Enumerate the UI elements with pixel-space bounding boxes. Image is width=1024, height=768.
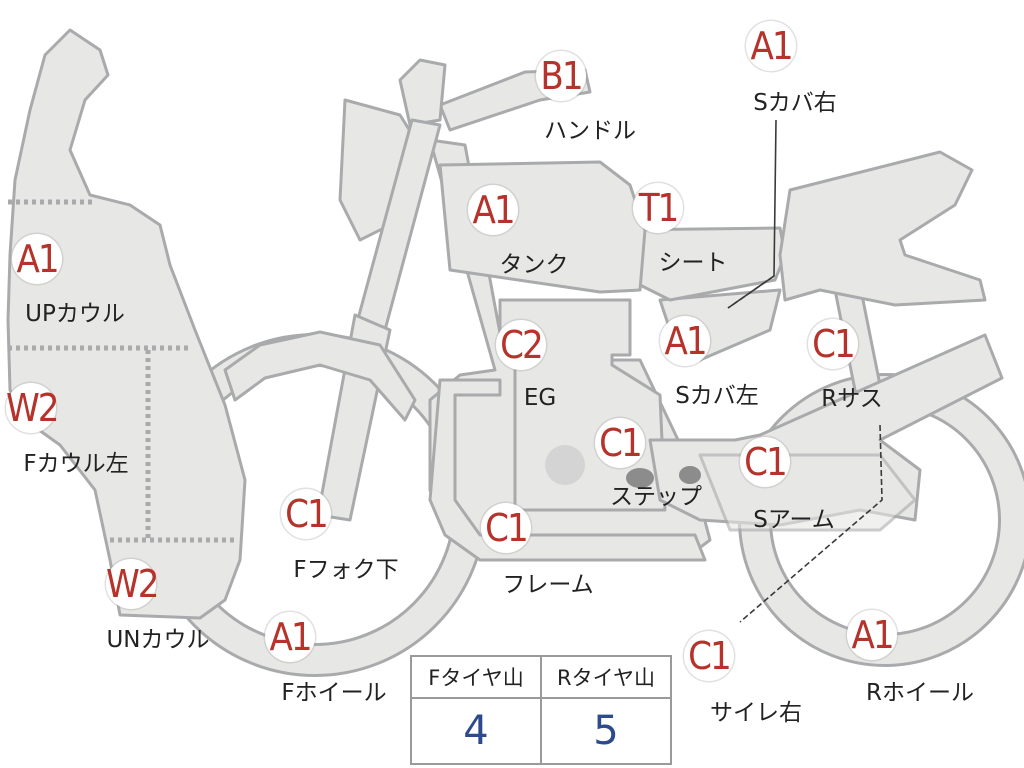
grade-badge-rear-wheel[interactable]: A1	[847, 610, 897, 660]
part-label-engine: EG	[523, 385, 557, 411]
part-label-front-fork-lower: Fフォク下	[293, 557, 399, 583]
part-label-silencer-right: サイレ右	[710, 700, 802, 726]
part-label-seat: シート	[658, 250, 728, 276]
leader-line-silencer	[739, 424, 883, 623]
headlight-shape	[398, 58, 447, 127]
part-label-rear-wheel: Rホイール	[866, 680, 974, 706]
tail-cowl-shape	[778, 150, 987, 307]
grade-badge-frame[interactable]: C1	[481, 503, 531, 553]
part-label-swing-arm: Sアーム	[753, 507, 835, 533]
step-peg-shape	[626, 468, 654, 488]
fairing-shape	[6, 28, 247, 620]
part-label-tank: タンク	[499, 252, 569, 278]
grade-badge-seat[interactable]: T1	[633, 183, 683, 233]
engine-cover-shape	[545, 445, 585, 485]
frame-lower-shape	[428, 378, 707, 562]
part-label-step: ステップ	[610, 484, 702, 510]
part-label-handle: ハンドル	[544, 118, 636, 144]
grade-badge-front-cowl-left[interactable]: W2	[6, 383, 60, 433]
grade-badge-side-cover-left[interactable]: A1	[660, 316, 710, 366]
front-tire-value[interactable]: 4	[410, 697, 542, 765]
part-label-frame: フレーム	[502, 572, 594, 598]
part-label-front-cowl-left: Fカウル左	[23, 451, 129, 477]
front-tire-header: Fタイヤ山	[410, 655, 542, 699]
part-label-rear-suspension: Rサス	[821, 386, 883, 412]
grade-badge-step[interactable]: C1	[595, 418, 645, 468]
grade-badge-side-cover-right[interactable]: A1	[746, 21, 796, 71]
grade-badge-up-cowl[interactable]: A1	[12, 234, 62, 284]
part-label-front-wheel: Fホイール	[281, 680, 387, 706]
part-label-side-cover-left: Sカバ左	[675, 383, 759, 409]
grade-badge-engine[interactable]: C2	[496, 320, 546, 370]
rear-tire-header: Rタイヤ山	[540, 655, 672, 699]
step-peg-rear-shape	[679, 466, 701, 484]
rear-tire-value[interactable]: 5	[540, 697, 672, 765]
grade-badge-silencer-right[interactable]: C1	[684, 631, 734, 681]
grade-badge-front-fork-lower[interactable]: C1	[281, 489, 331, 539]
grade-badge-front-wheel[interactable]: A1	[265, 612, 315, 662]
front-fender-shape	[223, 330, 417, 422]
grade-badge-rear-suspension[interactable]: C1	[808, 319, 858, 369]
grade-badge-handle[interactable]: B1	[536, 51, 586, 101]
part-label-up-cowl: UPカウル	[25, 301, 125, 327]
tire-tread-table: Fタイヤ山 Rタイヤ山 4 5	[410, 655, 672, 765]
part-label-under-cowl: UNカウル	[106, 627, 210, 653]
grade-badge-under-cowl[interactable]: W2	[106, 559, 160, 609]
grade-badge-tank[interactable]: A1	[468, 185, 518, 235]
grade-badge-swing-arm[interactable]: C1	[740, 437, 790, 487]
part-label-side-cover-right: Sカバ右	[753, 90, 837, 116]
